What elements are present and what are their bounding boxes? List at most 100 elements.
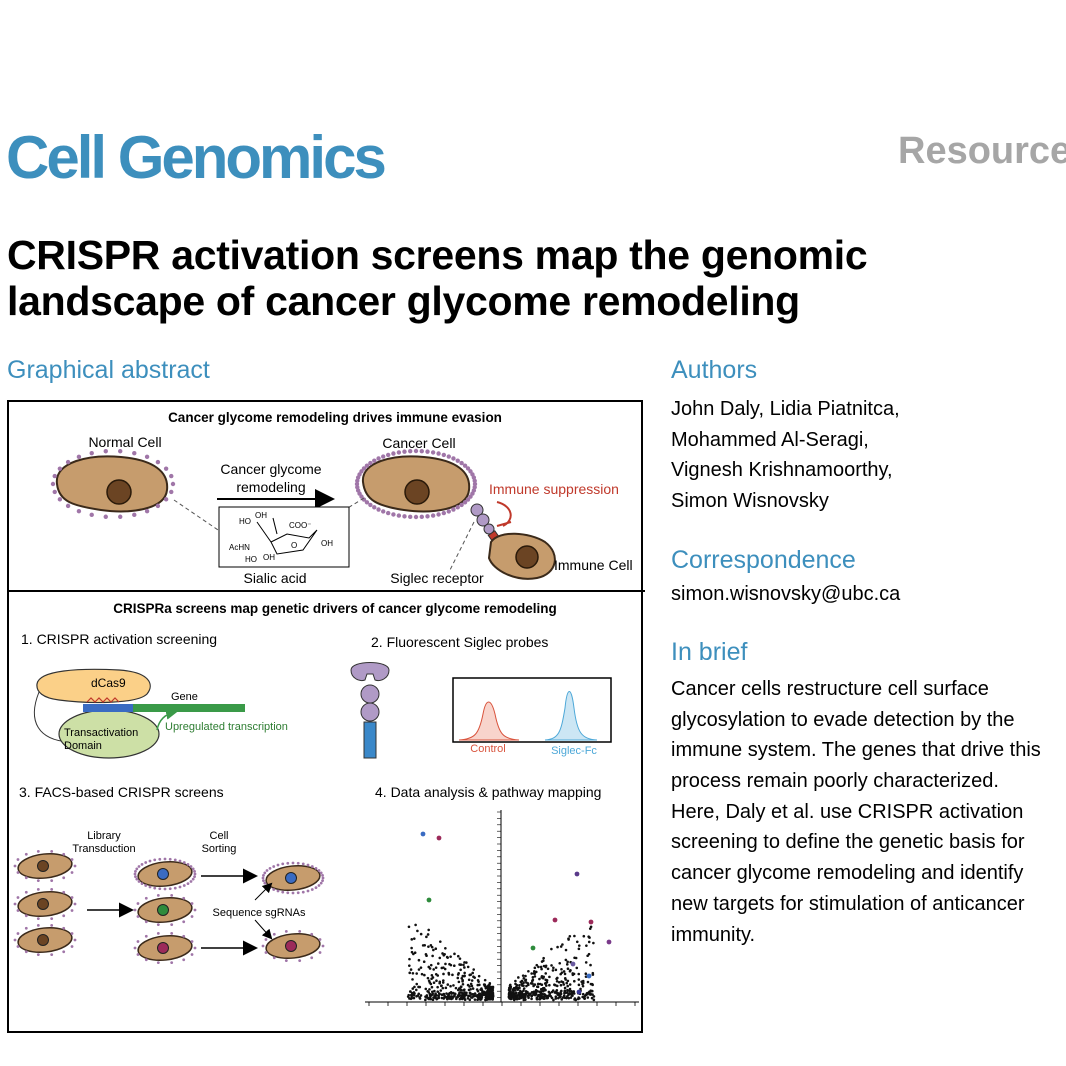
upregulated-label: Upregulated transcription <box>165 721 288 733</box>
glycan-dot <box>465 497 471 502</box>
glycan-dot <box>391 451 396 456</box>
screen-cell <box>133 931 197 965</box>
glycan-dot <box>372 505 377 510</box>
glycan-dot <box>381 509 386 514</box>
author-line: Vignesh Krishnamoorthy, <box>671 459 893 482</box>
glycan-dot <box>381 454 386 459</box>
control-label: Control <box>470 743 505 755</box>
glycan-dot <box>364 463 370 468</box>
chem-oh3: OH <box>263 553 275 562</box>
step1-label: 1. CRISPR activation screening <box>21 631 217 647</box>
glycan-dot <box>354 481 360 487</box>
journal-name: Cell Genomics <box>6 124 387 191</box>
glycan-dot <box>163 497 169 502</box>
correspondence-heading: Correspondence <box>671 546 856 574</box>
glycan-dot <box>372 458 377 463</box>
sialic-acid-label: Sialic acid <box>243 570 306 586</box>
immune-suppression-label: Immune suppression <box>489 481 619 497</box>
crispra-diagram <box>34 668 245 759</box>
flow-histogram <box>452 677 612 743</box>
glycan-dot <box>368 460 373 466</box>
graphical-abstract-svg: Cancer glycome remodeling drives immune … <box>9 410 645 1006</box>
top-panel-title: Cancer glycome remodeling drives immune … <box>168 410 502 425</box>
glycan-dot <box>57 497 63 502</box>
gene-label: Gene <box>171 691 198 703</box>
chem-ho1: HO <box>239 517 251 526</box>
glycan-dot <box>451 456 456 461</box>
library-label-1: Library <box>87 830 121 842</box>
sequence-label: Sequence sgRNAs <box>213 907 306 919</box>
screen-cell <box>133 857 197 891</box>
glycan-dot <box>396 450 402 455</box>
glycan-dot <box>441 452 447 458</box>
glycan-dot <box>50 481 56 487</box>
glycan-dot <box>402 514 407 519</box>
glycan-dot <box>57 466 63 471</box>
glycan-dot <box>396 513 402 518</box>
glycan-dot <box>103 449 108 454</box>
glycan-dot <box>355 485 360 490</box>
glycan-dot <box>419 448 424 454</box>
arrow-label-1: Cancer glycome <box>220 461 321 477</box>
normal-cell <box>50 449 176 519</box>
in-brief-text: Cancer cells restructure cell surface gl… <box>671 674 1041 950</box>
authors-list: John Daly, Lidia Piatnitca, Mohammed Al-… <box>671 394 900 517</box>
glycan-dot <box>441 510 447 516</box>
glycan-dot <box>155 459 161 465</box>
normal-cell-label: Normal Cell <box>88 434 161 450</box>
article-title: CRISPR activation screens map the genomi… <box>7 232 868 324</box>
glycan-dot <box>459 460 464 466</box>
glycan-dot <box>144 454 150 460</box>
volcano-points <box>406 831 612 1002</box>
glycan-dot <box>468 494 473 499</box>
glycan-dot <box>376 456 381 461</box>
glycan-dot <box>169 473 174 479</box>
glycan-dot <box>446 509 451 514</box>
cell-sorting-label-2: Sorting <box>202 843 237 855</box>
glycan-dot <box>465 466 471 471</box>
chem-ho2: HO <box>245 555 257 564</box>
volcano-ticks <box>368 811 636 1006</box>
screen-cell <box>133 893 197 927</box>
in-brief-line: new targets for stimulation of anticance… <box>671 892 1025 915</box>
glycan-dot <box>472 478 477 483</box>
author-line: John Daly, Lidia Piatnitca, <box>671 398 900 420</box>
glycan-dot <box>430 513 436 518</box>
volcano-plot <box>365 810 639 1006</box>
screen-cell <box>261 861 325 895</box>
cell-sorting-label-1: Cell <box>210 830 229 842</box>
glycan-dot <box>425 514 430 519</box>
chem-o: O <box>291 541 297 550</box>
in-brief-line: immunity. <box>671 923 756 946</box>
glycan-dot <box>118 449 123 454</box>
glycan-dot <box>52 473 57 479</box>
dcas9-label: dCas9 <box>91 676 126 690</box>
glycan-dot <box>65 503 71 509</box>
in-brief-line: Cancer cells restructure cell surface <box>671 678 989 700</box>
sialic-acid-structure: HO OH COO⁻ AcHN O OH HO OH <box>218 506 350 568</box>
glycan-dot <box>408 514 413 520</box>
glycan-dot <box>52 489 57 495</box>
screen-cell <box>261 929 325 963</box>
graphical-abstract-heading: Graphical abstract <box>7 356 210 384</box>
glycan-dot <box>65 459 71 465</box>
glycan-dot <box>76 454 82 460</box>
glycan-dot <box>89 512 94 518</box>
glycan-dot <box>436 451 441 456</box>
in-brief-line: cancer glycome remodeling and identify <box>671 862 1024 885</box>
in-brief-heading: In brief <box>671 638 748 666</box>
correspondence-email[interactable]: simon.wisnovsky@ubc.ca <box>671 583 901 605</box>
glycan-dot <box>132 450 137 456</box>
glycan-dot <box>89 450 94 456</box>
immune-cell-label: Immune Cell <box>554 557 633 573</box>
glycan-dot <box>163 466 169 471</box>
glycan-dot <box>118 514 123 519</box>
facs-cells <box>13 849 325 965</box>
glycan-dot <box>472 481 478 487</box>
glycan-dot <box>425 449 430 454</box>
chem-achn: AcHN <box>229 543 250 552</box>
library-label-2: Transduction <box>72 843 135 855</box>
glycan-dot <box>413 448 419 454</box>
in-brief-line: process remain poorly characterized. <box>671 770 999 793</box>
glycan-dot <box>368 502 373 508</box>
